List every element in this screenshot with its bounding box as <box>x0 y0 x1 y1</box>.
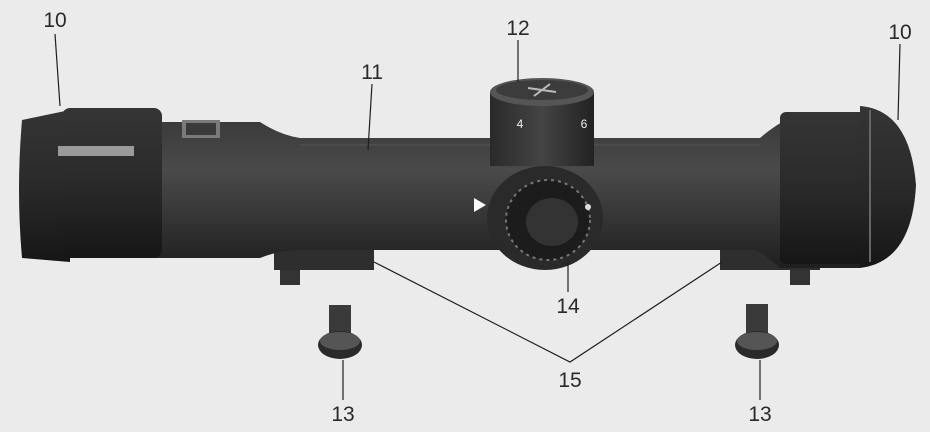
callout-13-left: 13 <box>331 403 355 426</box>
eyepiece-cover-left <box>19 108 220 262</box>
elevation-turret <box>490 78 594 166</box>
callout-11: 11 <box>361 61 383 84</box>
eyepiece-cover-right <box>780 106 916 268</box>
callout-15: 15 <box>558 369 582 392</box>
callout-12: 12 <box>506 17 530 40</box>
callout-13-right: 13 <box>748 403 772 426</box>
leader-15 <box>373 261 723 363</box>
leader-11 <box>367 83 373 151</box>
mount-screw-left <box>318 305 362 359</box>
reticle-dial <box>474 166 603 270</box>
turret-mark-left: 4 <box>516 117 524 131</box>
mount-screw-right <box>735 304 779 359</box>
callout-14: 14 <box>556 295 580 318</box>
callout-10-right: 10 <box>888 21 912 44</box>
leader-10-left <box>54 33 61 107</box>
leader-lines <box>54 33 901 400</box>
leader-10-right <box>897 43 901 121</box>
turret-mark-right: 6 <box>580 117 588 131</box>
callout-10-left: 10 <box>43 9 67 32</box>
